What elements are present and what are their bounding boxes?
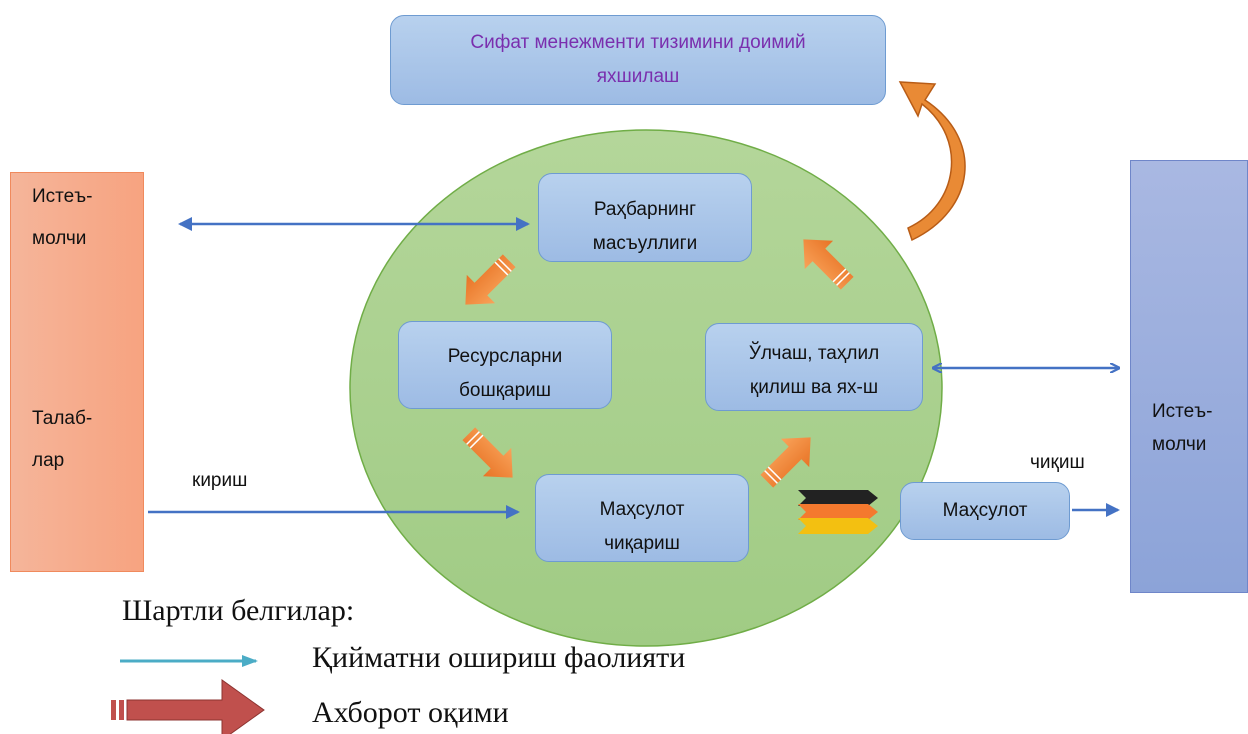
legend-info-arrow (111, 679, 265, 734)
left-requirements-line1: Талаб- (32, 408, 93, 429)
left-requirements-line2: лар (32, 450, 65, 471)
resources-box: Ресурсларни бошқариш (398, 321, 612, 409)
continuous-improvement-box: Сифат менежменти тизимини доимий яхшилаш (390, 15, 886, 105)
cycle-arrow-resources-production (462, 427, 513, 478)
left-consumer-line1: Истеъ- (32, 186, 93, 207)
cycle-arrow-production-measurement (760, 437, 811, 488)
right-consumer-line2: молчи (1152, 434, 1207, 455)
legend-title: Шартли белгилар: (122, 594, 355, 627)
measurement-line2: қилиш ва ях-ш (749, 377, 879, 398)
product-box: Маҳсулот (900, 482, 1070, 540)
product-stack-icon (798, 490, 878, 534)
leadership-line2: масъуллиги (592, 232, 698, 254)
process-cycle-circle (349, 129, 943, 647)
cycle-arrow-measurement-leadership (803, 239, 854, 290)
leadership-line1: Раҳбарнинг (593, 198, 697, 220)
measurement-box: Ўлчаш, таҳлил қилиш ва ях-ш (705, 323, 923, 411)
leadership-box: Раҳбарнинг масъуллиги (538, 173, 752, 262)
resources-line2: бошқариш (459, 380, 551, 401)
output-label: чиқиш (1030, 452, 1085, 473)
production-box: Маҳсулот чиқариш (535, 474, 749, 562)
right-consumer-line1: Истеъ- (1152, 401, 1213, 422)
improvement-curved-arrow (898, 81, 966, 242)
input-label: кириш (192, 470, 248, 491)
improvement-line2: яхшилаш (596, 66, 680, 87)
cycle-arrow-leadership-resources (465, 254, 516, 305)
product-label: Маҳсулот (942, 500, 1028, 521)
left-consumer-line2: молчи (32, 228, 87, 249)
resources-line1: Ресурсларни (447, 346, 563, 367)
consumer-satisfaction-bar (1130, 160, 1248, 593)
legend-value-flow-label: Қийматни ошириш фаолияти (312, 641, 686, 674)
production-line1: Маҳсулот (599, 499, 685, 520)
measurement-line1: Ўлчаш, таҳлил (748, 343, 880, 364)
improvement-line1: Сифат менежменти тизимини доимий (470, 32, 806, 53)
production-line2: чиқариш (604, 533, 680, 554)
legend-info-flow-label: Ахборот оқими (312, 696, 509, 729)
consumer-requirements-bar (10, 172, 144, 572)
